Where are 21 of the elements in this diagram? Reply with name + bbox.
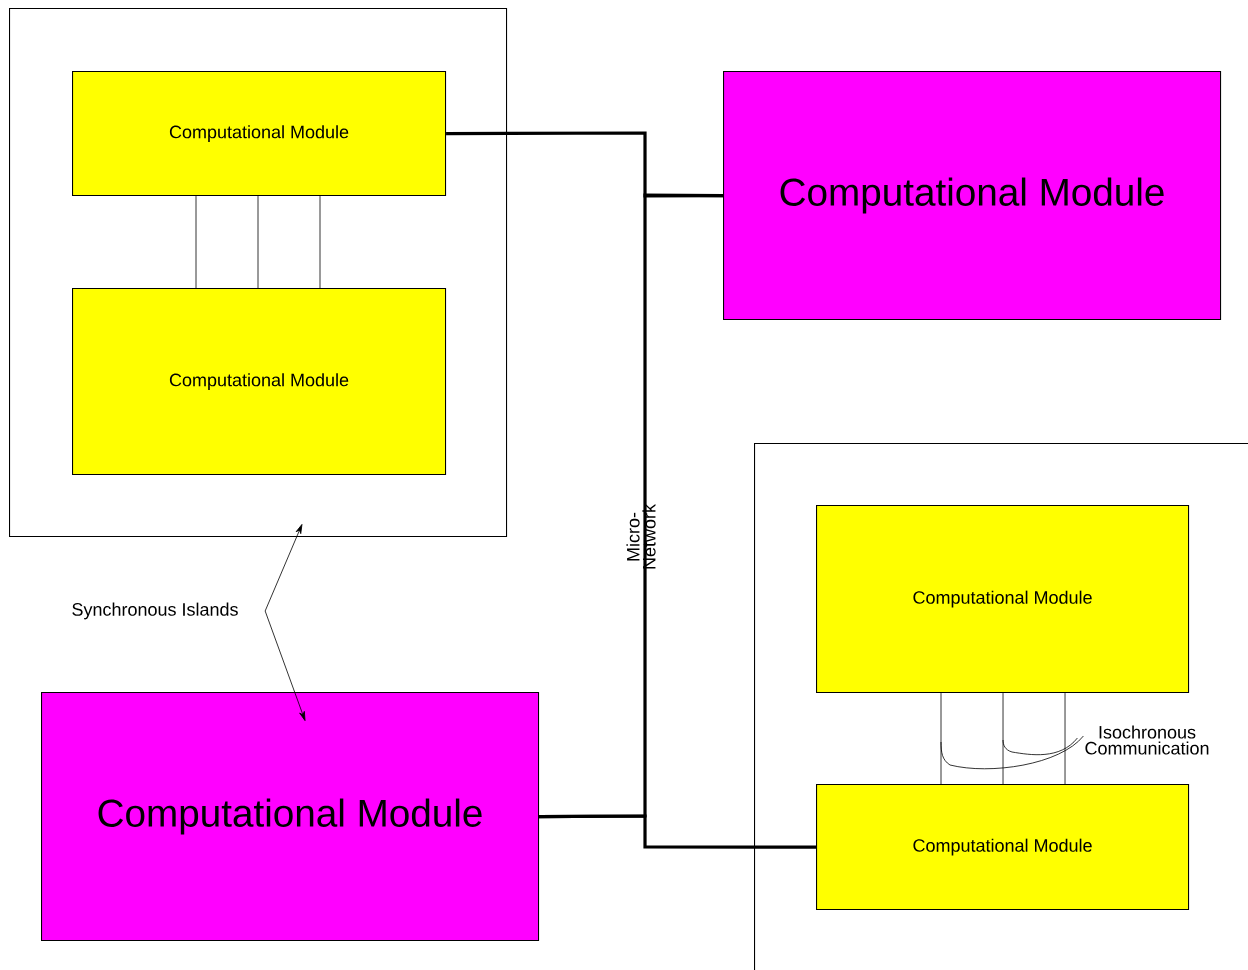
leader-line [940, 735, 1084, 770]
network-line [539, 814, 816, 849]
module-box: Computational Module [72, 288, 447, 476]
connector-line [1002, 692, 1004, 785]
connector-line [319, 195, 321, 289]
leader-line [1002, 737, 1078, 756]
module-box: Computational Module [41, 692, 540, 942]
connector-line [257, 195, 259, 289]
module-box: Computational Module [723, 71, 1222, 321]
island-box [754, 443, 1248, 970]
label-text: Synchronous Islands [72, 602, 238, 620]
connector-line [195, 195, 197, 289]
module-box: Computational Module [816, 505, 1190, 694]
island-box [9, 8, 508, 538]
module-box: Computational Module [816, 784, 1190, 911]
leader-arrow [264, 610, 306, 721]
connector-line [1064, 692, 1066, 785]
connector-line [940, 692, 942, 785]
module-box: Computational Module [72, 71, 447, 197]
label-text: Isochronous Communication [1085, 725, 1209, 755]
leader-arrow [264, 524, 303, 612]
